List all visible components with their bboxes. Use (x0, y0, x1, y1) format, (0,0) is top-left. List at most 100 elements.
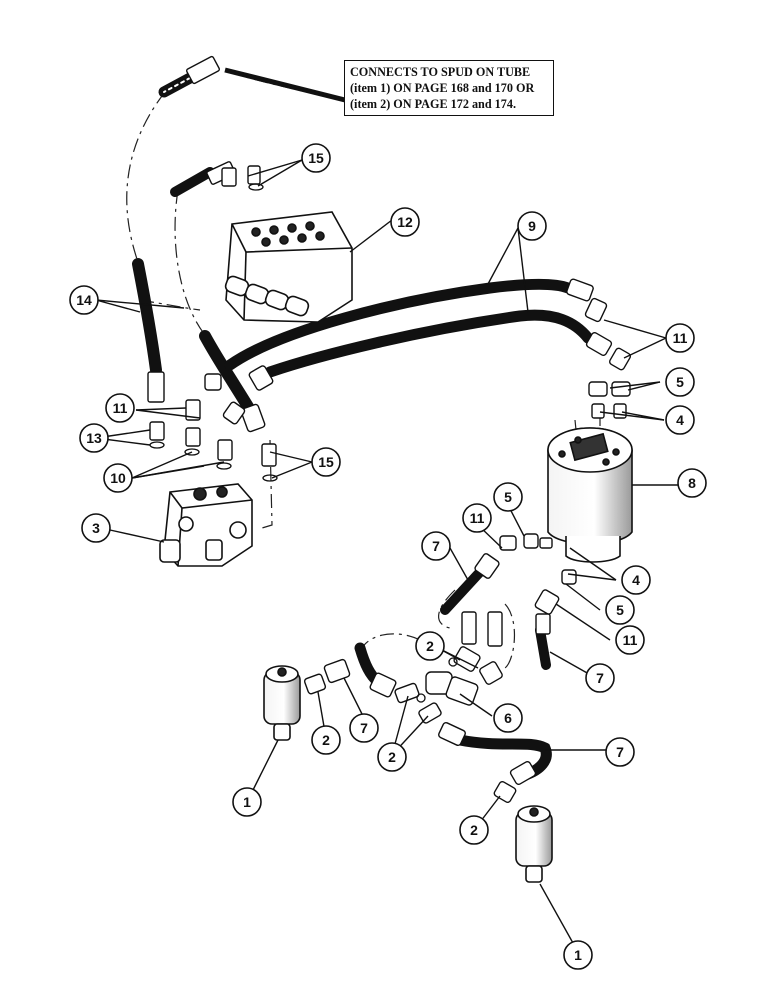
callout-c1b: 1 (563, 940, 593, 970)
callout-circle (421, 531, 451, 561)
callout-circle (621, 565, 651, 595)
callout-c5c: 5 (605, 595, 635, 625)
callout-label: 5 (676, 374, 684, 390)
callout-c11a: 11 (665, 323, 695, 353)
callout-c5a: 5 (665, 367, 695, 397)
callout-label: 13 (86, 430, 102, 446)
callout-c11b: 11 (105, 393, 135, 423)
callout-circle (81, 513, 111, 543)
callout-label: 7 (432, 538, 440, 554)
callout-circle (677, 468, 707, 498)
callout-circle (301, 143, 331, 173)
callout-circle (377, 742, 407, 772)
connection-note-box: CONNECTS TO SPUD ON TUBE (item 1) ON PAG… (344, 60, 554, 116)
callout-c6: 6 (493, 703, 523, 733)
callout-label: 10 (110, 470, 126, 486)
callout-label: 2 (470, 822, 478, 838)
callout-c2d: 2 (459, 815, 489, 845)
callout-c13: 13 (79, 423, 109, 453)
callout-circle (493, 703, 523, 733)
callout-label: 11 (673, 330, 688, 346)
callout-c7a: 7 (421, 531, 451, 561)
callout-circle (79, 423, 109, 453)
callout-c7c: 7 (349, 713, 379, 743)
callout-circle (665, 367, 695, 397)
callout-c4b: 4 (621, 565, 651, 595)
callout-label: 2 (426, 638, 434, 654)
callout-circle (517, 211, 547, 241)
callout-label: 2 (388, 749, 396, 765)
callout-label: 7 (616, 744, 624, 760)
callout-c2b: 2 (415, 631, 445, 661)
callout-c12: 12 (390, 207, 420, 237)
callout-c1a: 1 (232, 787, 262, 817)
lock-cylinder-left (263, 665, 301, 741)
callout-c11d: 11 (615, 625, 645, 655)
callout-c9: 9 (517, 211, 547, 241)
callout-circle (665, 405, 695, 435)
callout-circle (105, 393, 135, 423)
note-line-3: (item 2) ON PAGE 172 and 174. (350, 97, 516, 111)
callout-label: 2 (322, 732, 330, 748)
control-valve-body (224, 211, 353, 323)
callout-c14: 14 (69, 285, 99, 315)
callout-c15b: 15 (311, 447, 341, 477)
callout-circle (69, 285, 99, 315)
callout-label: 1 (243, 794, 251, 810)
hose-fittings (147, 55, 632, 804)
callout-label: 7 (360, 720, 368, 736)
callout-circle (311, 725, 341, 755)
callout-circle (459, 815, 489, 845)
callout-label: 5 (504, 489, 512, 505)
callout-label: 7 (596, 670, 604, 686)
callout-label: 15 (318, 454, 334, 470)
callout-label: 4 (632, 572, 640, 588)
callout-circle (585, 663, 615, 693)
callout-c2c: 2 (377, 742, 407, 772)
callout-circle (462, 503, 492, 533)
callout-c4a: 4 (665, 405, 695, 435)
callout-circle (605, 737, 635, 767)
note-line-1: CONNECTS TO SPUD ON TUBE (350, 65, 531, 79)
callout-circle (349, 713, 379, 743)
callout-label: 4 (676, 412, 684, 428)
callout-circle (415, 631, 445, 661)
callout-label: 6 (504, 710, 512, 726)
callout-c11c: 11 (462, 503, 492, 533)
callout-label: 11 (113, 400, 128, 416)
callout-label: 14 (76, 292, 92, 308)
callout-c5b: 5 (493, 482, 523, 512)
callout-label: 3 (92, 520, 100, 536)
swivel-housing (547, 427, 633, 563)
callout-c7b: 7 (585, 663, 615, 693)
callout-circle (605, 595, 635, 625)
callout-label: 8 (688, 475, 696, 491)
callout-label: 12 (397, 214, 413, 230)
note-line-2: (item 1) ON PAGE 168 and 170 OR (350, 81, 535, 95)
valve-body (159, 483, 253, 567)
callout-c2a: 2 (311, 725, 341, 755)
callout-c7d: 7 (605, 737, 635, 767)
callout-label: 15 (308, 150, 324, 166)
callout-circle (103, 463, 133, 493)
lock-cylinder-right (515, 805, 553, 883)
callout-label: 11 (623, 632, 638, 648)
callout-label: 1 (574, 947, 582, 963)
callout-label: 9 (528, 218, 536, 234)
callout-label: 11 (470, 510, 485, 526)
callout-circle (493, 482, 523, 512)
o-rings (149, 183, 458, 703)
callout-circle (311, 447, 341, 477)
callout-circle (615, 625, 645, 655)
callout-c3: 3 (81, 513, 111, 543)
callout-label: 5 (616, 602, 624, 618)
callout-circle (232, 787, 262, 817)
callout-c10: 10 (103, 463, 133, 493)
hydraulic-hoses (132, 72, 594, 781)
callout-c8: 8 (677, 468, 707, 498)
callout-circle (665, 323, 695, 353)
callout-circle (390, 207, 420, 237)
callout-c15a: 15 (301, 143, 331, 173)
